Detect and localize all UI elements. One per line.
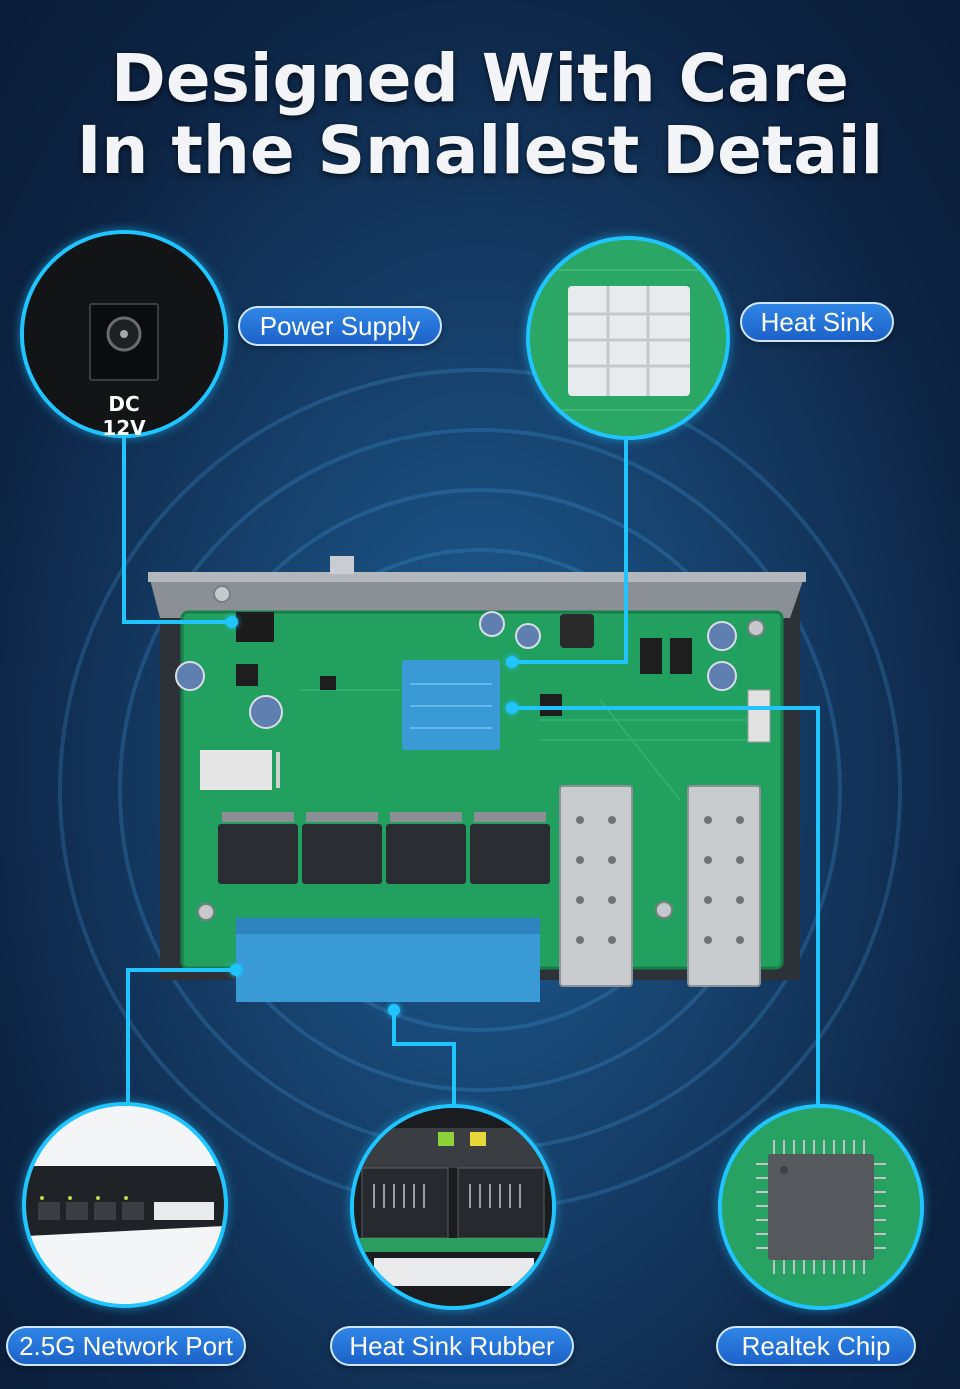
- heat-sink-rubber-closeup: [350, 1104, 556, 1310]
- callout-dot-power: [226, 616, 238, 628]
- realtek-chip-label: Realtek Chip: [716, 1326, 916, 1366]
- callout-line-power: [122, 620, 232, 624]
- callout-line-network-port: [126, 968, 236, 972]
- realtek-chip-closeup: [718, 1104, 924, 1310]
- callout-line-realtek: [512, 706, 820, 710]
- callout-line-network-port: [126, 968, 130, 1104]
- chip-icon: [722, 1108, 920, 1306]
- power-supply-label: Power Supply: [238, 306, 442, 346]
- callout-line-rubber: [452, 1042, 456, 1106]
- callout-line-realtek: [816, 706, 820, 1106]
- headline-line-1: Designed With Care: [111, 40, 849, 117]
- heat-sink-icon: [530, 240, 726, 436]
- callout-dot-rubber: [388, 1004, 400, 1016]
- network-port-icon: [26, 1106, 224, 1304]
- callout-line-rubber: [392, 1010, 396, 1044]
- callout-line-heat-sink: [512, 660, 628, 664]
- callout-line-power: [122, 420, 126, 624]
- callout-dot-heat-sink: [506, 656, 518, 668]
- callout-dot-network-port: [230, 964, 242, 976]
- dc-jack-icon: [24, 234, 224, 434]
- heat-sink-label: Heat Sink: [740, 302, 894, 342]
- callout-line-heat-sink: [624, 440, 628, 662]
- callout-line-rubber: [392, 1042, 454, 1046]
- dc-voltage-label: DC 12V: [102, 392, 146, 440]
- heat-sink-closeup: [526, 236, 730, 440]
- headline-line-2: In the Smallest Detail: [76, 112, 884, 189]
- callout-dot-realtek: [506, 702, 518, 714]
- rj45-port-icon: [354, 1108, 552, 1306]
- network-port-closeup: [22, 1102, 228, 1308]
- network-port-label: 2.5G Network Port: [6, 1326, 246, 1366]
- heat-sink-rubber-label: Heat Sink Rubber: [330, 1326, 574, 1366]
- power-supply-closeup: [20, 230, 228, 438]
